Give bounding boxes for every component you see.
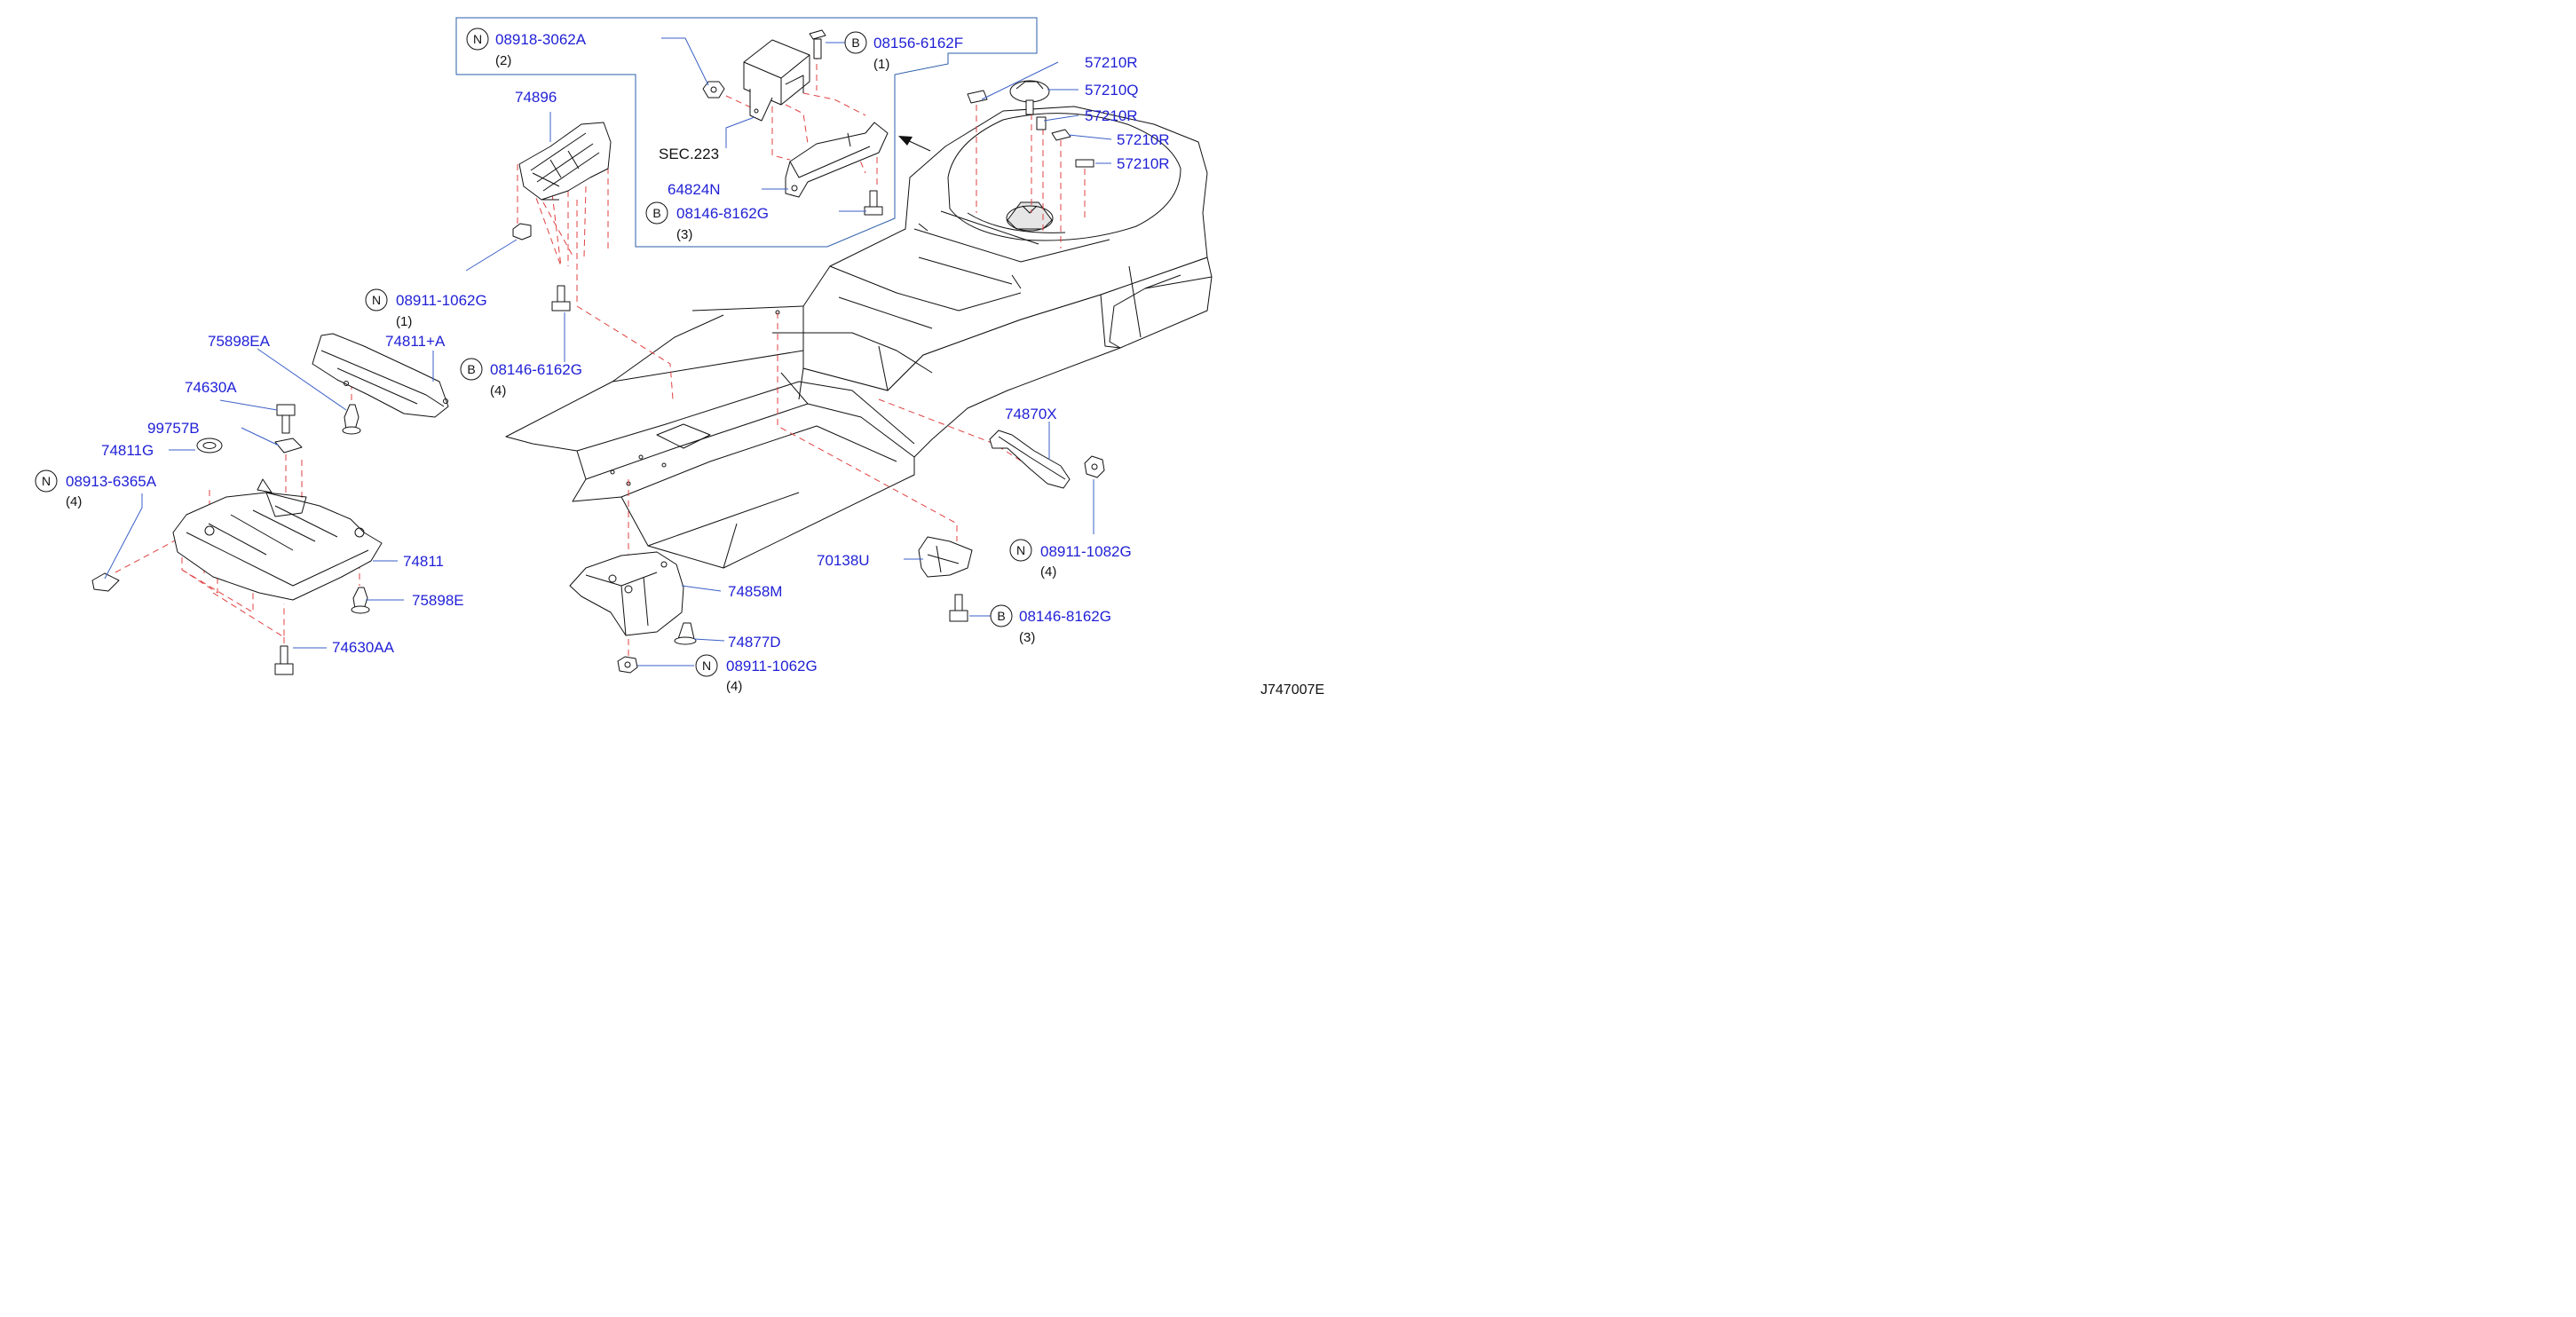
controller-unit [743,39,810,122]
label-08146-6162G: 08146-6162G [490,361,582,378]
svg-text:B: B [652,206,660,220]
badge-b-08146-8162G-lower: B [990,604,1013,627]
plug-57210R-4 [1075,159,1094,168]
nut-08918-3062A [702,81,725,99]
label-08911-1062G-lower: 08911-1062G [726,658,818,674]
clip-74877D [674,622,697,645]
qty-08911-1082G: (4) [1040,564,1056,580]
svg-text:N: N [702,658,711,673]
clip-08913-6365A [91,572,120,592]
heat-shield-74896 [518,122,612,201]
shield-70138U [918,536,973,578]
qty-08913-6365A: (4) [66,494,82,509]
label-74811: 74811 [403,553,444,570]
label-08146-8162G-lower: 08146-8162G [1019,608,1111,625]
svg-text:N: N [1016,543,1025,557]
qty-08918-3062A: (2) [495,53,511,68]
label-08911-1082G: 08911-1082G [1040,543,1132,560]
badge-n-08911-1062G-lower: N [695,654,718,677]
label-75898E: 75898E [412,592,464,609]
inset-box-outline [455,17,1038,248]
label-74811A: 74811+A [385,333,446,350]
bolt-74630AA [274,645,294,675]
clip-75898E [351,587,370,614]
bolt-08146-8162G-inset [864,190,883,216]
label-57210R-3: 57210R [1117,131,1170,148]
badge-b-08146-6162G: B [460,358,483,381]
cover-74811A [312,333,449,418]
badge-n-08911-1062G-upper: N [365,288,388,312]
diagram-code: J747007E [1260,682,1324,698]
label-74811G: 74811G [101,442,154,459]
leader-lines [104,37,1112,666]
label-57210Q: 57210Q [1085,82,1139,99]
label-75898EA: 75898EA [208,333,271,350]
label-08911-1062G-upper: 08911-1062G [396,292,487,309]
label-08918-3062A: 08918-3062A [495,31,587,48]
badge-n-08911-1082G: N [1009,539,1032,562]
label-08913-6365A: 08913-6365A [66,473,157,490]
label-99757B: 99757B [147,420,200,437]
clip-75898EA [342,404,361,435]
label-08156-6162F: 08156-6162F [873,35,963,51]
bolt-08156-6162F [809,29,826,59]
label-57210R-2: 57210R [1085,107,1138,124]
badge-n-08913-6365A: N [35,469,58,493]
svg-text:N: N [473,32,482,46]
badge-b-08146-8162G-inset: B [645,201,668,225]
qty-08146-6162G: (4) [490,383,506,398]
qty-08911-1062G-upper: (1) [396,314,412,329]
grommet-74811G [196,438,223,453]
label-74896: 74896 [515,89,557,106]
bracket-74870X [989,430,1071,489]
label-74858M: 74858M [728,583,782,600]
svg-text:N: N [372,293,381,307]
label-74877D: 74877D [728,634,781,651]
plug-57210R-1 [967,90,988,104]
label-64824N: 64824N [668,181,721,198]
badge-n-08918-3062A: N [466,28,489,51]
plug-57210R-3 [1051,129,1071,141]
nut-08911-1082G [1084,455,1105,478]
svg-text:B: B [851,35,859,50]
label-74630AA: 74630AA [332,639,395,656]
clamp-57210Q [1009,80,1050,115]
qty-08911-1062G-lower: (4) [726,679,742,694]
undercover-74811 [172,478,383,601]
clip-99757B [274,438,303,453]
cover-74858M [569,551,684,636]
label-70138U: 70138U [817,552,870,569]
label-sec223: SEC.223 [659,146,719,162]
qty-08146-8162G-lower: (3) [1019,630,1035,645]
plug-57210R-2 [1036,116,1047,130]
bolt-74630A [276,404,296,434]
label-57210R-1: 57210R [1085,54,1138,71]
floor-pan [505,106,1213,569]
arrow-indicator-icon [898,136,931,152]
label-08146-8162G-inset: 08146-8162G [676,205,769,222]
qty-08146-8162G-inset: (3) [676,227,692,242]
bolt-08146-6162G [551,285,571,312]
badge-b-08156-6162F: B [844,31,867,54]
svg-text:N: N [42,474,51,488]
qty-08156-6162F: (1) [873,57,889,72]
svg-text:B: B [467,362,475,376]
label-74630A: 74630A [185,379,237,396]
label-74870X: 74870X [1005,406,1057,422]
label-57210R-4: 57210R [1117,155,1170,172]
svg-text:B: B [997,609,1005,623]
bolt-08146-8162G-lower [949,594,968,622]
nut-08911-1062G-lower [617,656,638,674]
nut-08911-1062G-upper [512,223,532,241]
parts-diagram: N B B N B N N B N 08918-3062A (2) 08156-… [35,17,1324,698]
bracket-64824N [785,122,889,198]
